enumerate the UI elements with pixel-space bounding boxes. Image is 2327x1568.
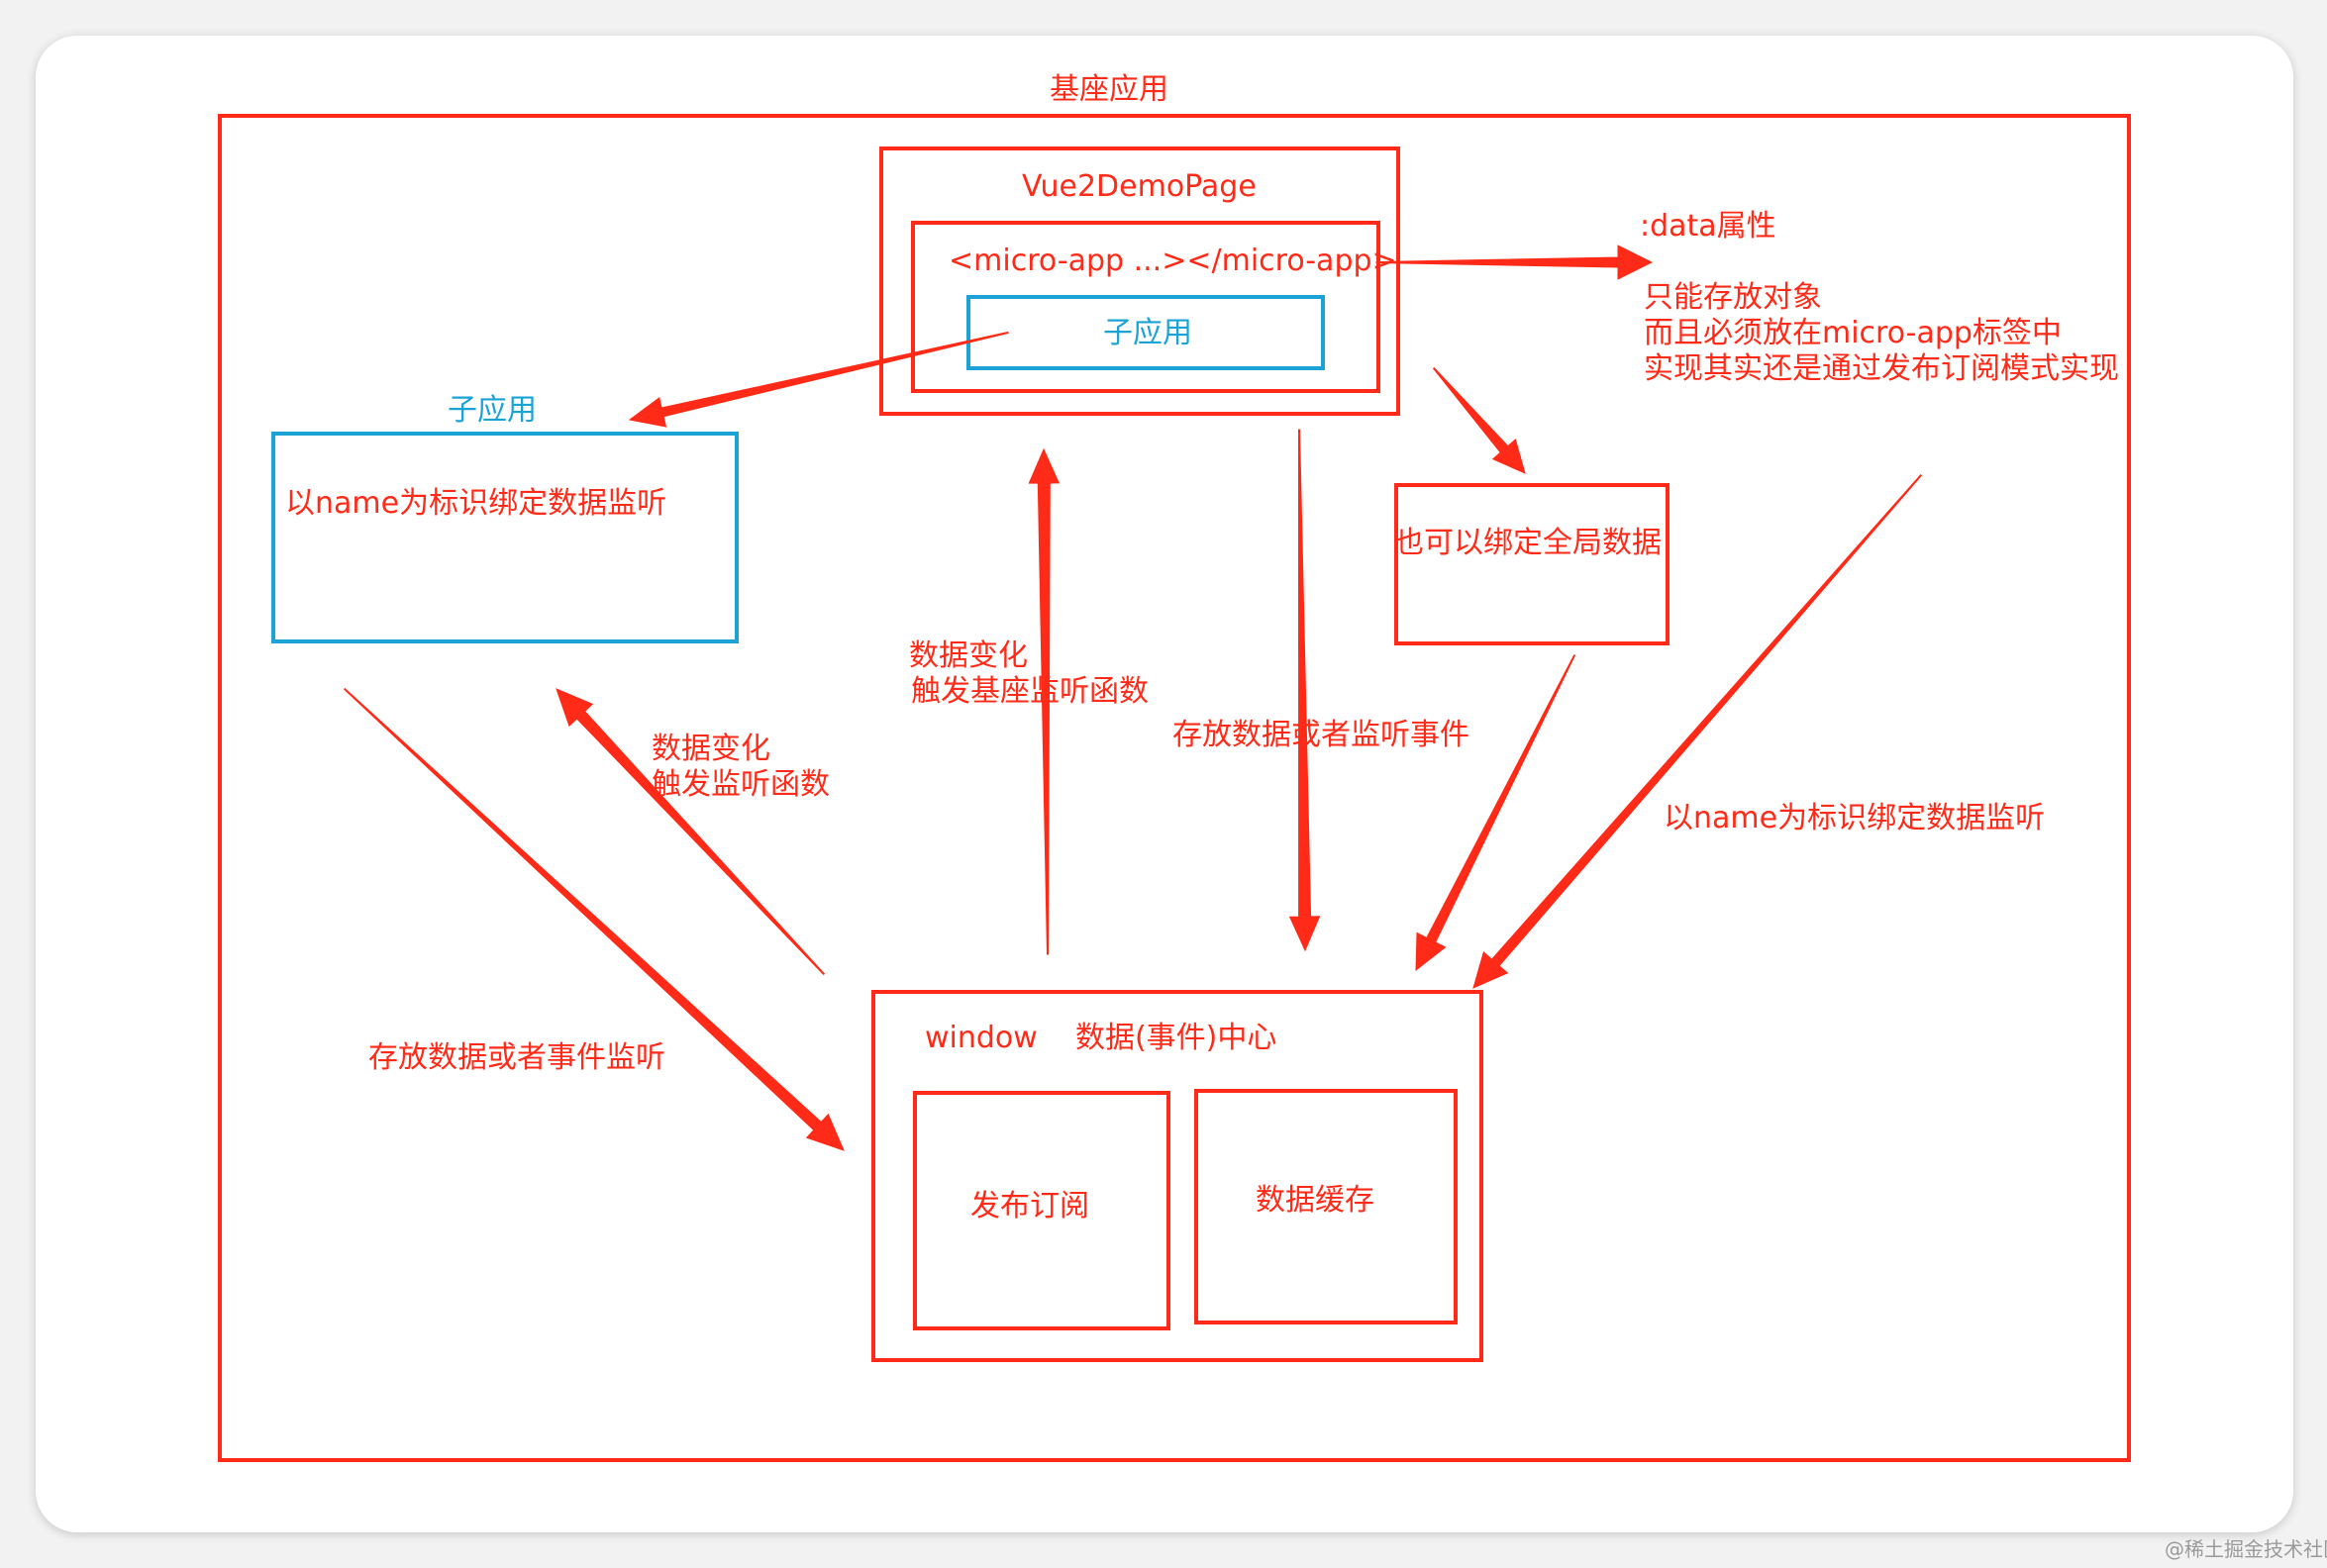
arrow-page-to-global — [1432, 367, 1526, 474]
child-app-inner-label: 子应用 — [1103, 316, 1192, 350]
data-cache-label: 数据缓存 — [1256, 1183, 1374, 1218]
arrow-left-to-window — [344, 687, 845, 1151]
left-change-line2: 触发监听函数 — [652, 767, 830, 802]
data-prop-desc-1: 只能存放对象 — [1644, 280, 1822, 315]
center-change-line1: 数据变化 — [909, 638, 1028, 673]
store-or-listen-label: 存放数据或者监听事件 — [1172, 718, 1469, 752]
center-change-line2: 触发基座监听函数 — [911, 674, 1149, 709]
micro-app-tag-label: <micro-app ...></micro-app> — [949, 244, 1397, 278]
child-app-inner-box — [966, 295, 1325, 370]
global-data-label: 也可以绑定全局数据 — [1394, 526, 1662, 560]
data-prop-desc-3: 实现其实还是通过发布订阅模式实现 — [1644, 351, 2119, 386]
diagram-canvas — [36, 36, 2293, 1532]
base-app-title: 基座应用 — [1050, 72, 1168, 107]
window-data-center-title: window 数据(事件)中心 — [925, 1021, 1276, 1055]
micro-app-tag-box — [911, 221, 1380, 393]
child-app-box-text: 以name为标识绑定数据监听 — [285, 486, 666, 521]
global-data-box — [1394, 483, 1669, 645]
data-cache-box — [1194, 1089, 1458, 1324]
data-prop-title: :data属性 — [1640, 209, 1776, 244]
left-store-label: 存放数据或者事件监听 — [368, 1040, 665, 1075]
left-change-line1: 数据变化 — [652, 732, 770, 766]
arrow-tag-to-data-prop — [1375, 245, 1654, 280]
data-prop-desc-2: 而且必须放在micro-app标签中 — [1644, 316, 2062, 350]
arrow-store-down — [1288, 429, 1321, 952]
vue-page-title: Vue2DemoPage — [1022, 169, 1257, 204]
pubsub-box — [913, 1091, 1170, 1330]
arrow-global-to-window — [1415, 654, 1576, 972]
arrows-group — [344, 245, 1923, 1151]
right-bind-label: 以name为标识绑定数据监听 — [1664, 801, 2045, 835]
vue-page-box — [879, 147, 1400, 416]
arrow-right-bind-to-window — [1472, 474, 1923, 989]
child-app-box — [271, 432, 739, 643]
watermark-label: @稀土掘金技术社区 — [2165, 1537, 2327, 1561]
arrow-center-up — [1028, 447, 1061, 955]
pubsub-label: 发布订阅 — [970, 1189, 1089, 1224]
base-app-frame — [218, 114, 2131, 1462]
arrow-window-to-left — [556, 688, 826, 975]
arrow-child-to-left — [628, 331, 1009, 428]
child-app-title: 子应用 — [448, 393, 537, 428]
window-data-center-box — [871, 990, 1483, 1362]
